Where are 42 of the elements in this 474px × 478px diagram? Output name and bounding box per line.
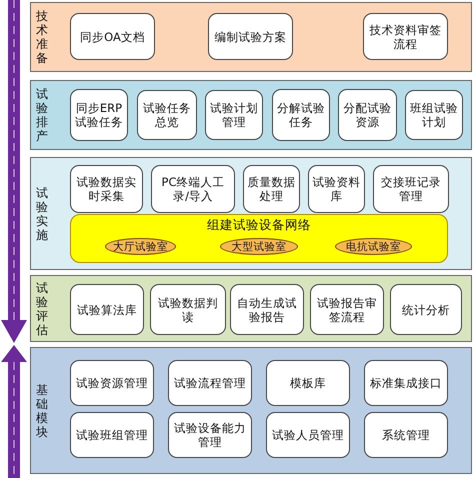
module-box: 统计分析 bbox=[390, 284, 462, 335]
module-box: 交接班记录管理 bbox=[373, 165, 449, 213]
module-box: 模板库 bbox=[266, 360, 350, 406]
module-box: 试验流程管理 bbox=[168, 360, 252, 406]
lab-ellipse: 大厅试验室 bbox=[105, 238, 176, 255]
module-box: 试验资料库 bbox=[308, 165, 365, 213]
module-box: 质量数据处理 bbox=[243, 165, 300, 213]
lab-ellipse: 大型试验室 bbox=[220, 238, 298, 255]
module-box: 分解试验任务 bbox=[272, 89, 330, 141]
module-box: 标准集成接口 bbox=[364, 360, 448, 406]
layer-band bbox=[30, 80, 472, 150]
module-box: 同步OA文档 bbox=[70, 13, 155, 60]
layer-band bbox=[30, 2, 472, 72]
module-box: 系统管理 bbox=[364, 412, 448, 458]
layer-title: 试验评估 bbox=[36, 280, 49, 336]
module-box: 试验数据判读 bbox=[150, 284, 226, 335]
lab-ellipse: 电抗试验室 bbox=[335, 238, 412, 255]
module-box: 试验任务总览 bbox=[137, 90, 197, 140]
module-box: PC终端人工录/导入 bbox=[151, 165, 235, 213]
module-box: 试验人员管理 bbox=[266, 412, 350, 458]
module-box: 分配试验资源 bbox=[338, 89, 397, 141]
layer-title: 试验实施 bbox=[36, 186, 49, 242]
module-box: 编制试验方案 bbox=[208, 13, 293, 60]
module-box: 班组试验计划 bbox=[405, 90, 463, 140]
layer-title: 基础模块 bbox=[36, 382, 49, 438]
layer-title: 试验排产 bbox=[36, 87, 49, 143]
module-box: 试验资源管理 bbox=[70, 360, 154, 406]
module-box: 试验计划管理 bbox=[205, 90, 263, 140]
network-panel bbox=[70, 214, 448, 263]
module-box: 试验设备能力管理 bbox=[168, 412, 252, 458]
panel-title: 组建试验设备网络 bbox=[206, 217, 312, 232]
layer-band bbox=[30, 275, 472, 342]
module-box: 试验数据实时采集 bbox=[70, 165, 143, 213]
module-box: 同步ERP试验任务 bbox=[70, 89, 128, 141]
layer-band bbox=[30, 157, 472, 270]
module-box: 技术资料审签流程 bbox=[363, 13, 448, 60]
module-box: 试验算法库 bbox=[70, 284, 144, 335]
layer-title: 技术准备 bbox=[36, 9, 49, 65]
module-box: 试验班组管理 bbox=[70, 412, 154, 458]
module-box: 试验报告审签流程 bbox=[310, 284, 384, 335]
layer-band bbox=[30, 347, 472, 474]
module-box: 自动生成试验报告 bbox=[230, 284, 304, 335]
